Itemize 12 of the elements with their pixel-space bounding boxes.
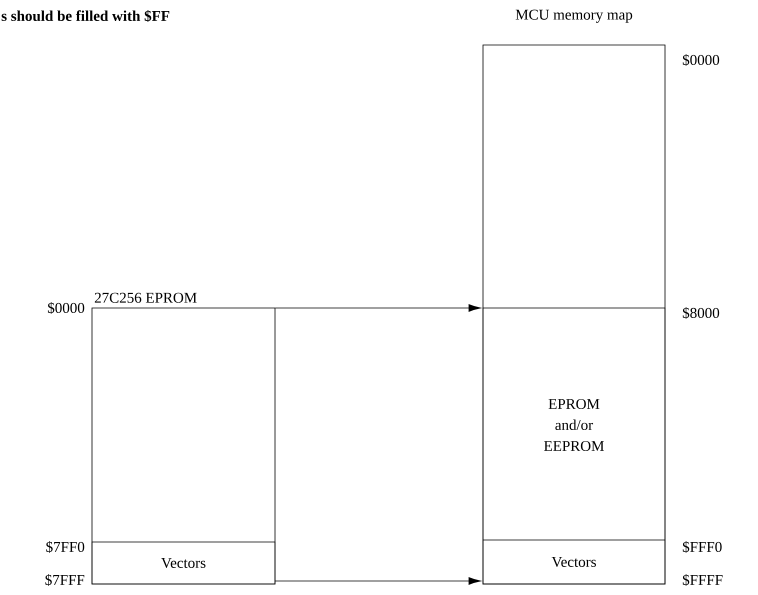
arrow [275,304,481,312]
vectors-box: Vectors [92,542,276,584]
heading: s should be filled with $FF [2,10,170,22]
address-label: $0000 [682,54,720,66]
node-label: MCU memory map [516,10,632,23]
address-label: $FFF0 [682,541,722,553]
vectors-box: Vectors [482,540,666,584]
address-label: $8000 [682,307,720,319]
node-label: 27C256 EPROM [94,292,197,303]
address-label: $FFFF [682,574,723,586]
address-label: $0000 [48,302,84,314]
arrow [275,577,481,585]
